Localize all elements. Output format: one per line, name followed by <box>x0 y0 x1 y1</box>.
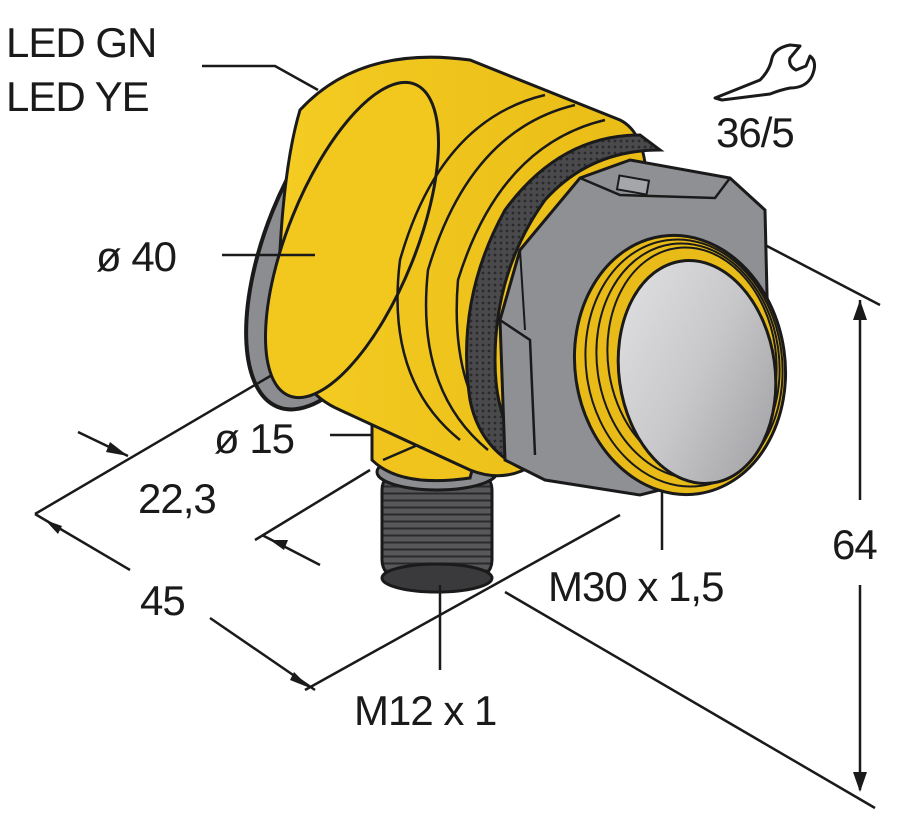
label-wrench-size: 36/5 <box>716 109 795 156</box>
label-thread-m30: M30 x 1,5 <box>548 563 724 610</box>
label-led-gn: LED GN <box>6 19 157 66</box>
wrench-icon <box>713 43 817 102</box>
sensor-lens <box>616 259 778 485</box>
label-dimension-22-3: 22,3 <box>138 475 217 522</box>
label-led-ye: LED YE <box>6 73 150 120</box>
label-diameter-15: ø 15 <box>214 415 295 462</box>
dimension-arrows <box>45 300 867 792</box>
label-dimension-64: 64 <box>832 521 878 568</box>
dimension-lines <box>34 64 881 810</box>
label-thread-m12: M12 x 1 <box>354 687 497 734</box>
label-diameter-40: ø 40 <box>96 233 177 280</box>
label-dimension-45: 45 <box>140 577 186 624</box>
